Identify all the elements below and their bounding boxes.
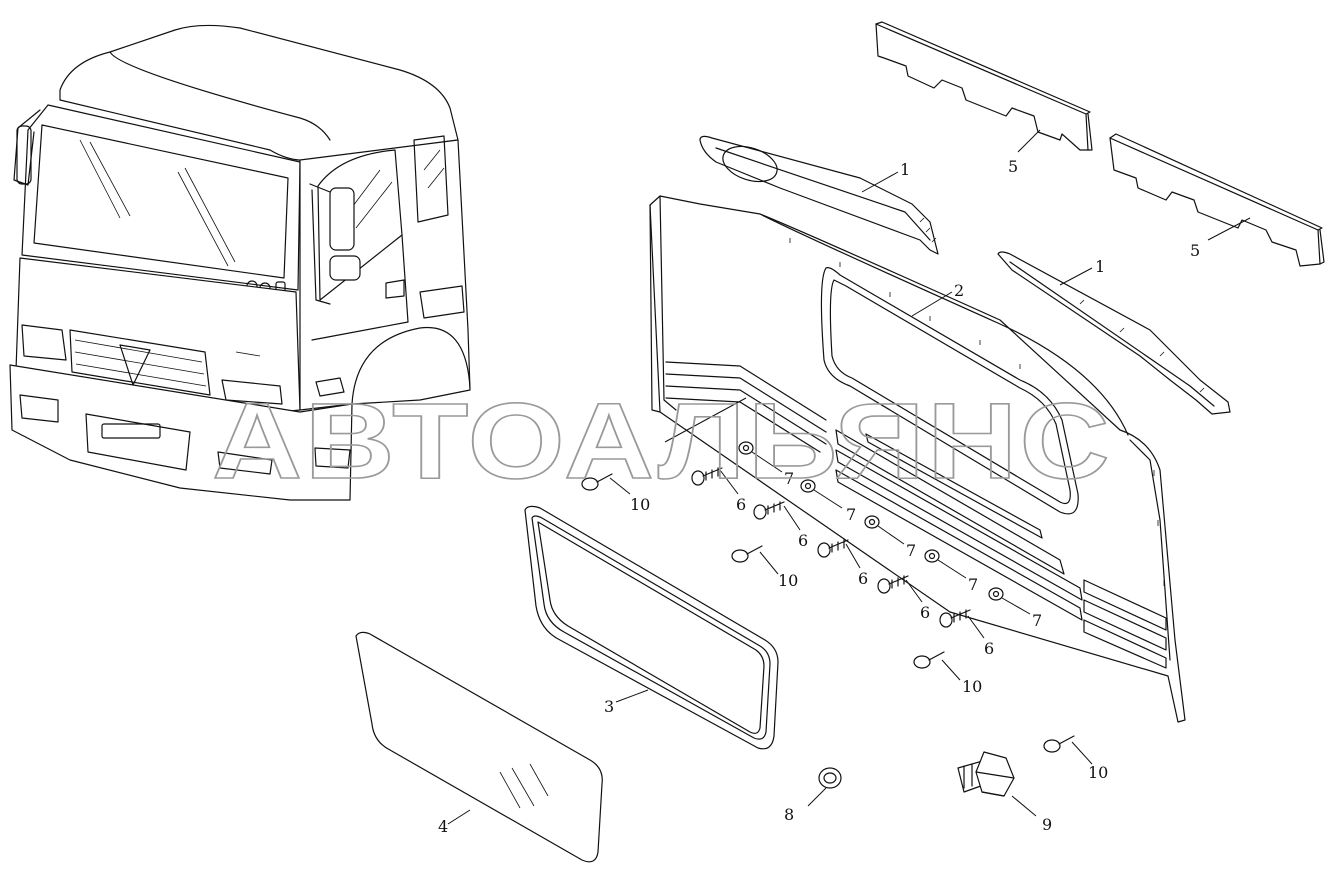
callout-10-a: 10 [630, 495, 650, 514]
part-5-strip-upper [875, 21, 1093, 151]
callout-9: 9 [1042, 815, 1052, 834]
callout-1-lower: 1 [1095, 257, 1105, 276]
part-6-screw-c [817, 539, 849, 558]
part-1-trim-lower [997, 251, 1231, 415]
callout-1-upper: 1 [900, 160, 910, 179]
callout-7-e: 7 [1032, 611, 1042, 630]
truck-cab-illustration [9, 24, 471, 501]
part-6-screw-b [753, 501, 785, 520]
callout-7-b: 7 [846, 505, 856, 524]
part-6-screw-e [939, 609, 971, 628]
watermark-text: АВТОАЛЬЯНС [212, 380, 1112, 501]
callout-5-upper: 5 [1008, 157, 1018, 176]
callout-6-c: 6 [858, 569, 868, 588]
part-6-screw-d [877, 575, 909, 594]
callout-6-b: 6 [798, 531, 808, 550]
callout-7-c: 7 [906, 541, 916, 560]
callout-3: 3 [604, 697, 614, 716]
part-2-back-panel [649, 195, 1186, 723]
leader-lines [447, 129, 1251, 825]
part-10-rivet-a [581, 473, 613, 491]
callout-6-e: 6 [984, 639, 994, 658]
part-7-clip-a [738, 441, 754, 455]
part-5-strip-lower [1109, 133, 1325, 267]
callout-10-c: 10 [962, 677, 982, 696]
part-9-bolt [957, 751, 1015, 797]
callout-7-d: 7 [968, 575, 978, 594]
callout-10-d: 10 [1088, 763, 1108, 782]
part-7-clip-e [988, 587, 1004, 601]
part-6-screw-a [691, 467, 723, 486]
part-10-rivet-b [731, 545, 763, 563]
part-10-rivet-c [913, 651, 945, 669]
callout-4: 4 [438, 817, 448, 836]
part-4-glass-pane [355, 631, 603, 863]
callout-8: 8 [784, 805, 794, 824]
callout-7-a: 7 [784, 469, 794, 488]
part-8-grommet [818, 767, 842, 789]
callout-6-d: 6 [920, 603, 930, 622]
callout-5-lower: 5 [1190, 241, 1200, 260]
part-7-clip-b [800, 479, 816, 493]
callout-2: 2 [954, 281, 964, 300]
part-1-trim-upper [699, 135, 939, 255]
part-10-rivet-d [1043, 735, 1075, 753]
part-7-clip-d [924, 549, 940, 563]
callout-6-a: 6 [736, 495, 746, 514]
part-3-seal-frame [524, 505, 779, 750]
part-7-clip-c [864, 515, 880, 529]
callout-labels: 1 1 2 3 4 5 5 6 6 6 6 6 7 7 7 7 7 8 9 10… [438, 157, 1200, 836]
callout-10-b: 10 [778, 571, 798, 590]
fasteners-group [581, 441, 1075, 797]
